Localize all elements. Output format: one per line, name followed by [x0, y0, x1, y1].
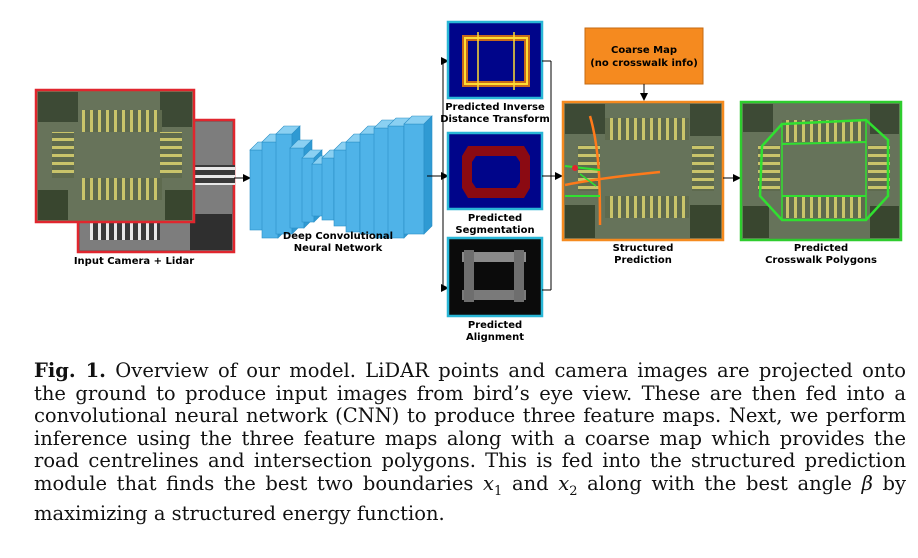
structured-label-line2: Prediction: [614, 255, 672, 266]
caption-line-3: convolutional neural network (CNN) to pr…: [34, 404, 906, 428]
seg-label-line2: Segmentation: [455, 225, 534, 236]
align-label-line1: Predicted: [468, 320, 522, 331]
coarse-label-line2: (no crosswalk info): [590, 58, 698, 69]
math-x1: x1: [483, 471, 503, 499]
camera-input-image: [34, 88, 196, 224]
cnn-label-line1: Deep Convolutional: [283, 231, 393, 242]
polygons-label-line2: Crosswalk Polygons: [765, 255, 877, 266]
caption-line-7: maximizing a structured energy function.: [34, 502, 445, 526]
cnn-layer: [403, 115, 433, 235]
coarse-label-line1: Coarse Map: [611, 45, 677, 56]
caption-text-1: Overview of our model. LiDAR points and …: [105, 359, 906, 382]
cnn-output-arrows: [427, 57, 449, 292]
model-overview-figure: Input Camera + Lidar Deep Convolutional …: [34, 20, 903, 343]
math-x2: x2: [558, 471, 578, 499]
input-label: Input Camera + Lidar: [74, 256, 194, 267]
figure-caption: Fig. 1. Overview of our model. LiDAR poi…: [34, 359, 906, 526]
idt-label-line1: Predicted Inverse: [445, 102, 545, 113]
caption-line-6: module that finds the best two boundarie…: [34, 471, 906, 503]
caption-line-2: the ground to produce input images from …: [34, 381, 906, 405]
caption-line-5: road centrelines and intersection polygo…: [34, 449, 906, 473]
polygons-label-line1: Predicted: [794, 243, 848, 254]
alignment-output-image: [446, 236, 544, 318]
structured-prediction-image: [561, 100, 725, 242]
caption-line-4: inference using the three feature maps a…: [34, 426, 906, 450]
seg-label-line1: Predicted: [468, 213, 522, 224]
caption-text-6d: by: [872, 471, 906, 495]
structured-label-line1: Structured: [613, 243, 674, 254]
math-beta: β: [861, 471, 873, 495]
idt-output-image: [446, 20, 544, 100]
caption-text-6c: along with the best angle: [577, 471, 862, 495]
coarse-map-box: [584, 27, 704, 85]
figure-number: Fig. 1.: [34, 359, 106, 382]
segmentation-output-image: [446, 131, 544, 211]
cnn-block: [249, 115, 433, 239]
merge-arrows: [542, 60, 563, 291]
idt-label-line2: Distance Transform: [440, 114, 550, 125]
crosswalk-polygons-image: [739, 100, 903, 242]
align-label-line2: Alignment: [466, 332, 524, 343]
caption-text-6b: and: [502, 471, 559, 495]
caption-text-6a: module that finds the best two boundarie…: [34, 471, 484, 495]
cnn-label-line2: Neural Network: [294, 243, 383, 254]
caption-line-1: Fig. 1. Overview of our model. LiDAR poi…: [34, 359, 906, 383]
